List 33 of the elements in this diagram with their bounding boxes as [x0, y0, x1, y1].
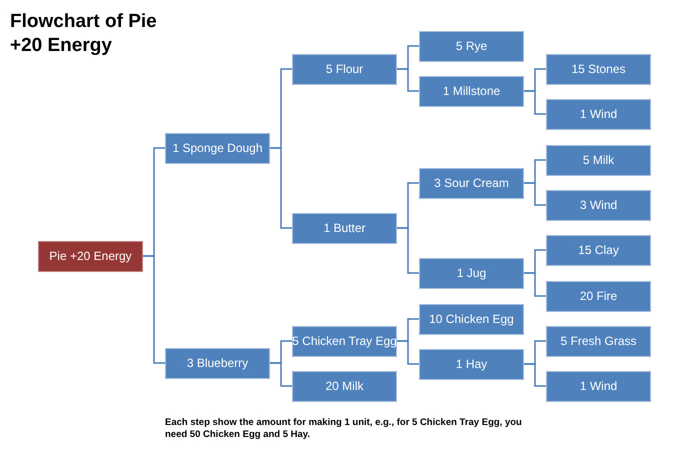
- connector-line: [270, 362, 292, 387]
- ingredient-box: 5 Rye: [419, 30, 524, 62]
- ingredient-box: 10 Chicken Egg: [419, 304, 524, 334]
- diagram-title: Flowchart of Pie +20 Energy: [10, 10, 158, 58]
- ingredient-box: 1 Wind: [546, 98, 651, 130]
- ingredient-box: 3 Sour Cream: [419, 168, 524, 198]
- ingredient-box: 20 Milk: [292, 370, 397, 402]
- connector-line: [397, 68, 419, 92]
- ingredient-box: 15 Stones: [546, 54, 651, 84]
- connector-line: [524, 272, 546, 297]
- connector-line: [524, 182, 546, 206]
- ingredient-box: 20 Fire: [546, 280, 651, 312]
- ingredient-box: 5 Fresh Grass: [546, 326, 651, 356]
- ingredient-box: 1 Jug: [419, 258, 524, 288]
- connector-line: [524, 90, 546, 115]
- ingredient-box: 1 Sponge Dough: [165, 132, 270, 164]
- ingredient-box: 5 Chicken Tray Egg: [292, 326, 397, 356]
- goal-box: Pie +20 Energy: [38, 240, 143, 272]
- connector-line: [397, 227, 419, 274]
- ingredient-box: 15 Clay: [546, 234, 651, 266]
- ingredient-box: 1 Butter: [292, 212, 397, 244]
- ingredient-box: 1 Wind: [546, 370, 651, 402]
- caption: Each step show the amount for making 1 unit, e.g., for 5 Chicken Tray Egg, you need 50 Chicken Egg and 5 Hay.: [165, 417, 523, 441]
- ingredient-box: 3 Blueberry: [165, 348, 270, 378]
- connector-line: [397, 340, 419, 365]
- connector-line: [524, 363, 546, 387]
- ingredient-box: 1 Millstone: [419, 76, 524, 106]
- ingredient-box: 5 Flour: [292, 54, 397, 84]
- connector-line: [270, 147, 292, 229]
- ingredient-box: 1 Hay: [419, 348, 524, 380]
- ingredient-box: 3 Wind: [546, 190, 651, 220]
- ingredient-box: 5 Milk: [546, 144, 651, 176]
- connector-line: [143, 255, 165, 364]
